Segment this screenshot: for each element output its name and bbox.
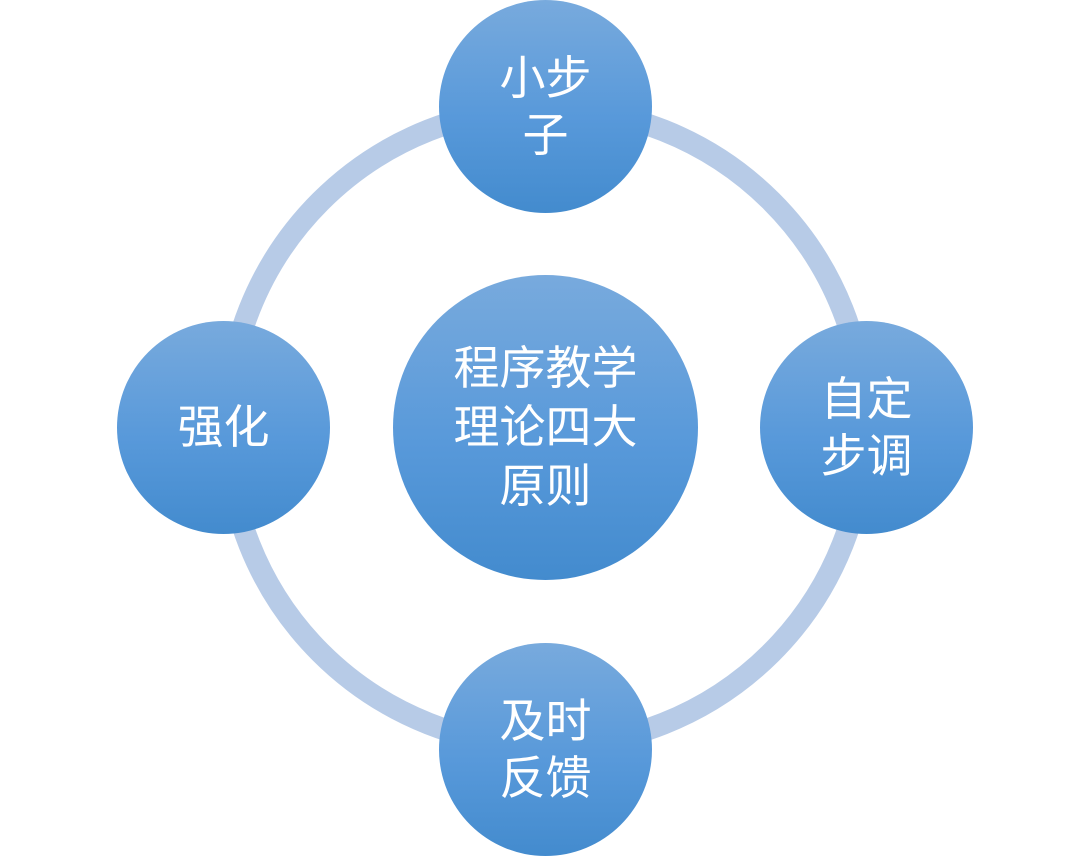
principle-label-small-steps: 小步 子 xyxy=(499,50,592,162)
principle-node-self-pacing: 自定 步调 xyxy=(760,321,973,534)
principle-node-immediate-feedback: 及时 反馈 xyxy=(439,643,652,856)
principle-node-small-steps: 小步 子 xyxy=(439,0,652,213)
principle-label-self-pacing: 自定 步调 xyxy=(820,371,913,483)
principle-label-immediate-feedback: 及时 反馈 xyxy=(499,693,592,805)
principle-node-reinforcement: 强化 xyxy=(117,321,330,534)
central-topic-label: 程序教学 理论四大 原则 xyxy=(453,341,638,513)
central-topic-node: 程序教学 理论四大 原则 xyxy=(393,275,698,580)
principle-label-reinforcement: 强化 xyxy=(177,400,270,455)
